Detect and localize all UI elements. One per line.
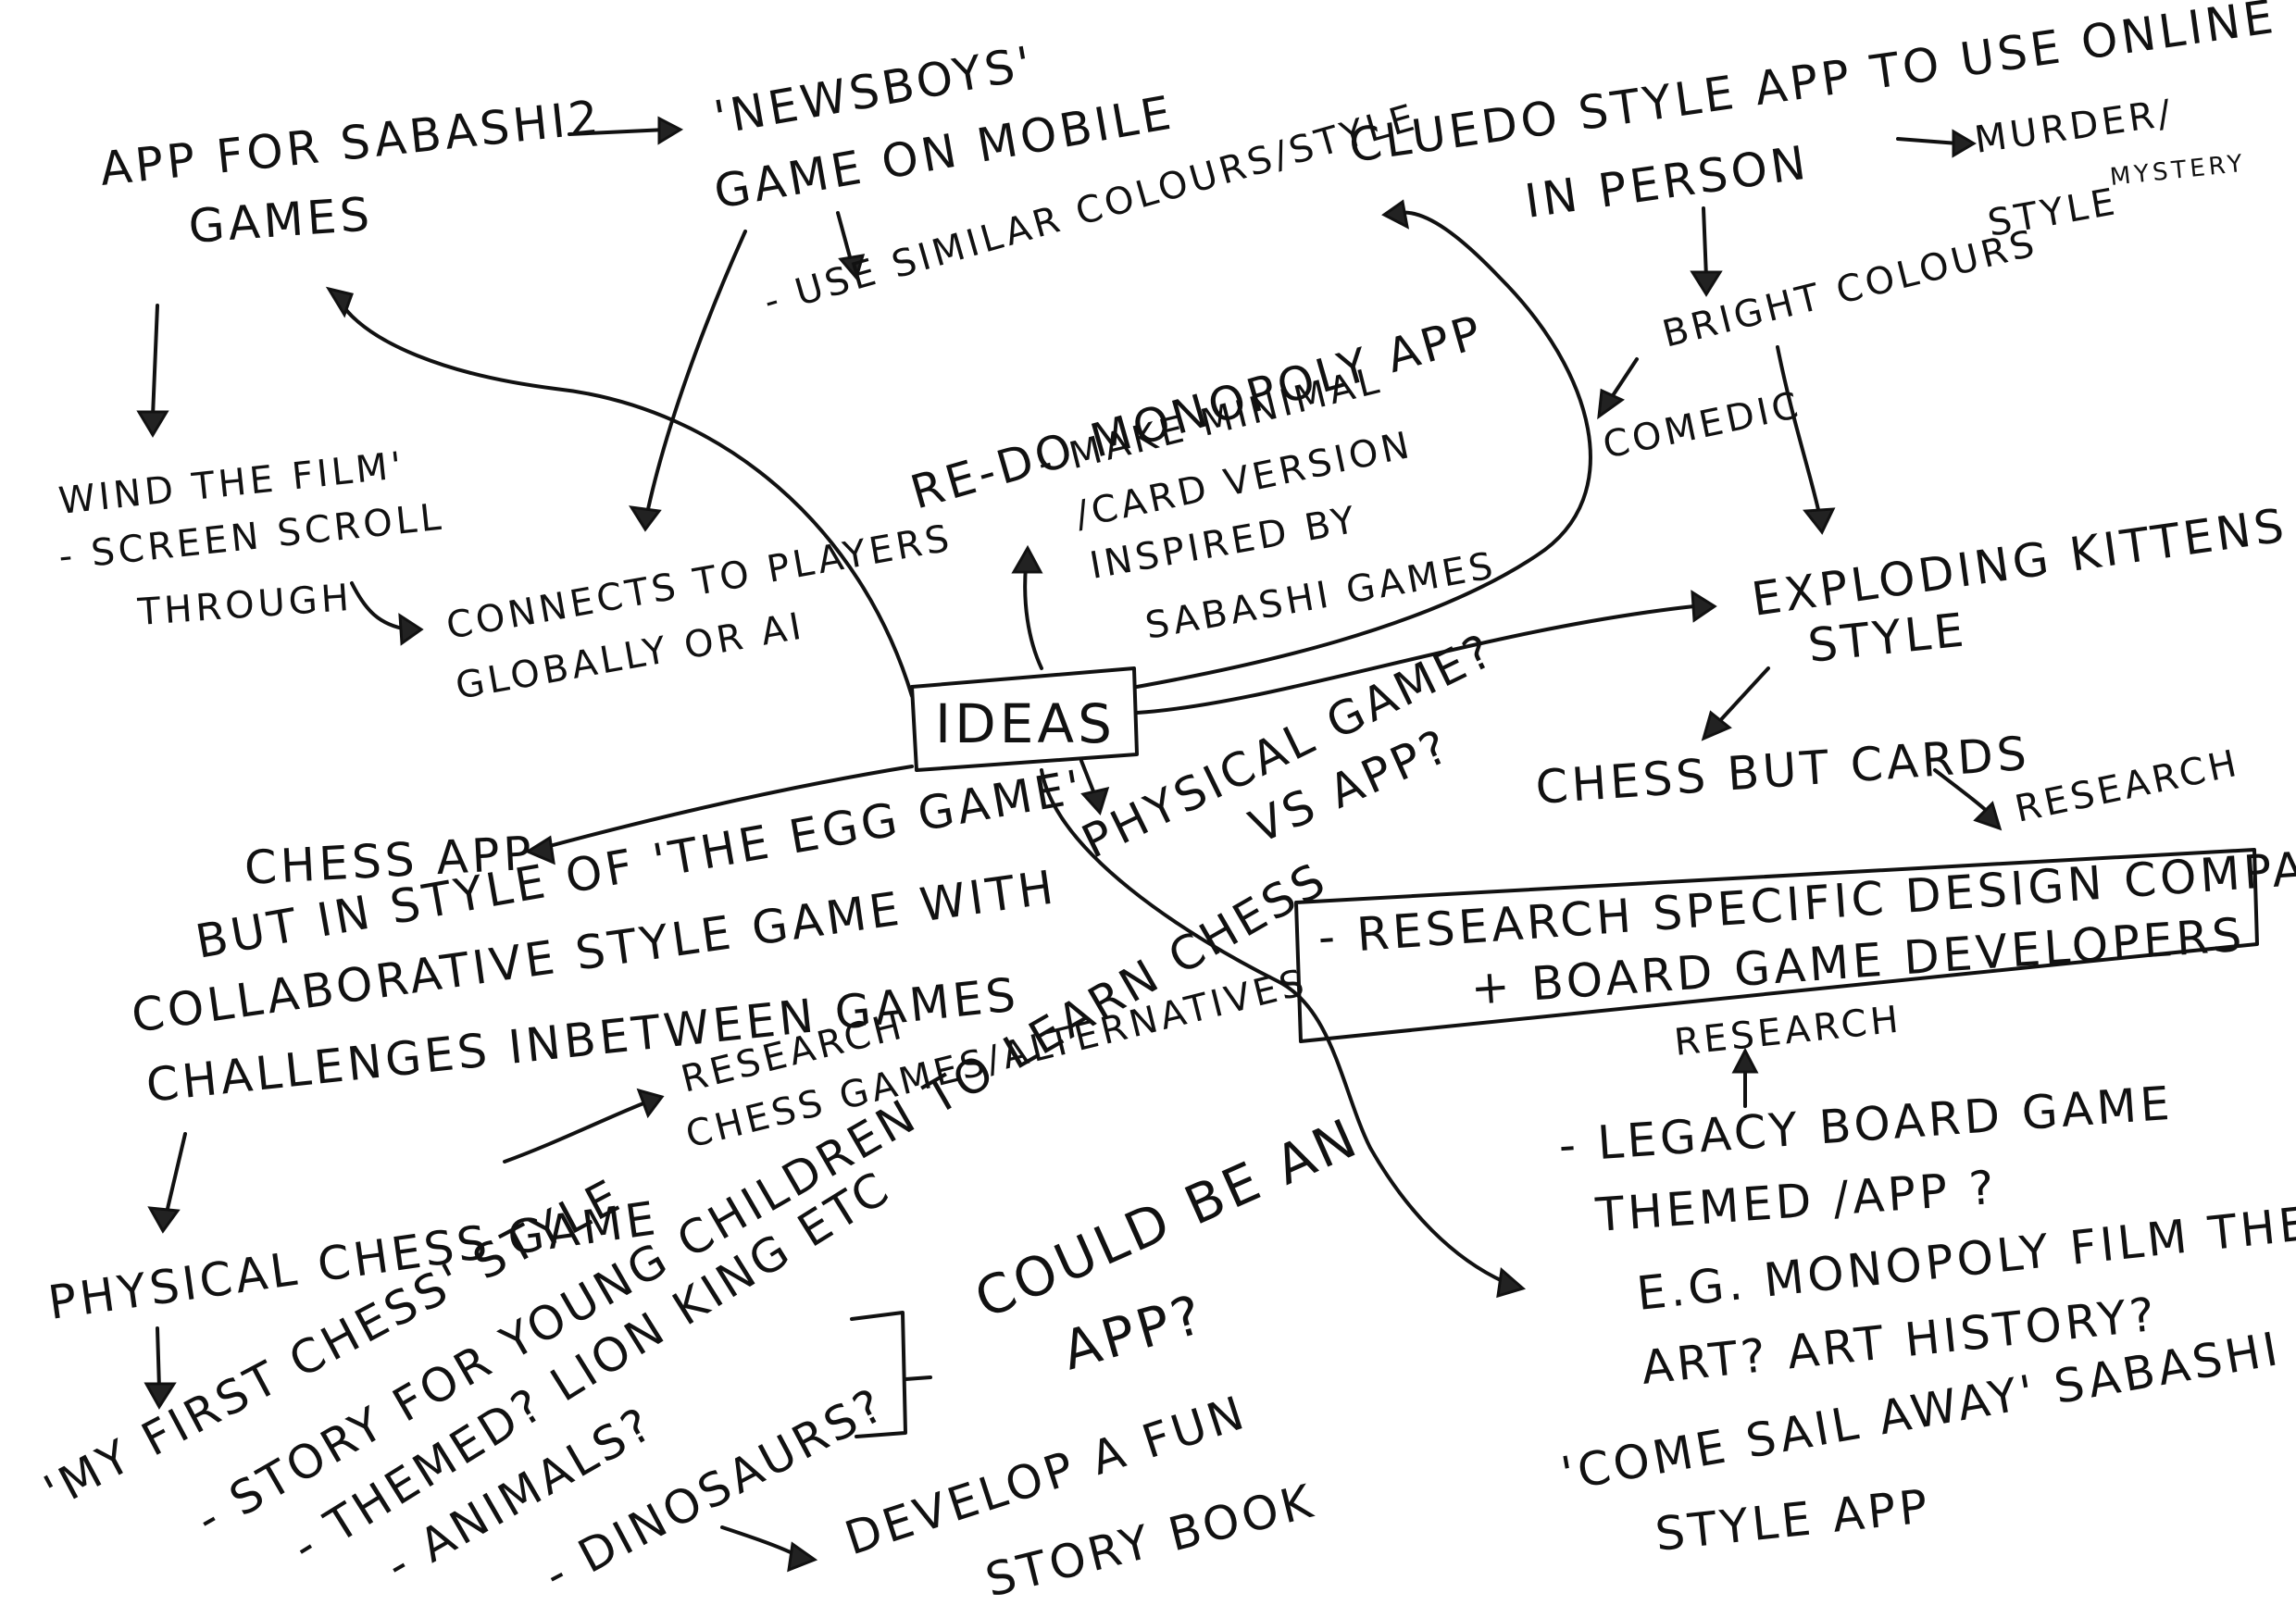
note-chess-cards: CHESS BUT CARDS	[1534, 727, 2032, 815]
arrowhead-murder	[1952, 129, 1977, 158]
arrowhead-research-mid	[1731, 1047, 1759, 1074]
note-monopoly: RE-DO MONOPOLY APP - MAKE MINIMAL /CARD …	[905, 305, 1499, 648]
arrowhead-physical-chess	[147, 1206, 181, 1234]
arrowhead-newsboys	[657, 116, 684, 145]
connector-chessapp-to-physical	[165, 1132, 187, 1214]
note-research-mid: RESEARCH	[1672, 998, 1903, 1064]
connector-sabashi-to-wind	[151, 304, 159, 418]
connector-center-to-cluedo	[1135, 210, 1592, 689]
arrowhead-research-chess	[636, 1088, 665, 1119]
connector-center-to-chessapp	[544, 765, 914, 849]
arrowhead-cluedo	[1381, 199, 1410, 230]
note-sabashi-line-1: APP FOR SABASHI2	[97, 90, 605, 196]
connector-center-to-legacy	[1040, 768, 1506, 1284]
arrowhead-physical	[1080, 786, 1110, 815]
arrowhead-chessapp	[524, 835, 555, 865]
note-research-box: - RESEARCH SPECIFIC DESIGN COMPANIES + B…	[1316, 833, 2296, 1015]
center-node: IDEAS	[910, 666, 1139, 772]
center-label: IDEAS	[935, 692, 1116, 755]
connector-person-to-murder	[1896, 137, 1960, 145]
connector-newsboys-to-connects	[646, 230, 747, 511]
connector-center-to-physical	[1079, 759, 1097, 798]
note-murder-line-1: MURDER/	[1972, 92, 2177, 162]
bracket-tick	[904, 1375, 932, 1381]
connector-bright-to-exploding	[1776, 345, 1821, 516]
center-box	[910, 666, 1139, 772]
note-legacy-line-1: - LEGACY BOARD GAME	[1557, 1077, 2175, 1173]
note-come-sail-line-2: STYLE APP	[1653, 1479, 1933, 1562]
arrowhead-storybook	[787, 1541, 818, 1573]
connector-center-to-exploding	[1135, 604, 1696, 715]
note-sabashi: APP FOR SABASHI2 GAMES	[97, 90, 605, 254]
note-research-top: RESEARCH	[2012, 741, 2244, 830]
arrowhead-wind	[136, 410, 169, 438]
arrowhead-colours	[838, 254, 866, 281]
note-cluedo-line-2: IN PERSON	[1522, 135, 1813, 228]
note-cluedo-line-1: CLUEDO STYLE APP TO USE ONLINE OR	[1346, 0, 2296, 173]
connector-to-storybook	[720, 1525, 798, 1557]
arrowhead-chesscards	[1701, 710, 1732, 741]
connector-exploding-to-chesscards	[1713, 666, 1770, 728]
connectors	[136, 116, 2003, 1573]
note-murder: MURDER/ MYSTERY STYLE	[1972, 92, 2247, 245]
note-wind-film: WIND THE FILM' - SCREEN SCROLL THROUGH	[56, 444, 446, 634]
bracket-animals	[850, 1311, 907, 1438]
connector-sabashi-to-newsboys	[568, 128, 668, 136]
note-legacy-line-2: THEMED /APP ?	[1593, 1161, 2000, 1242]
note-story-book: DEVELOP A FUN STORY BOOK	[839, 1386, 1321, 1608]
connector-physical-to-research	[503, 1101, 645, 1164]
connector-center-to-monopoly	[1023, 565, 1043, 670]
arrowhead-connects	[629, 505, 662, 532]
note-could-be-app: COULD BE AN APP?	[966, 1105, 1368, 1382]
note-sabashi-line-2: GAMES	[187, 187, 375, 254]
connector-newsboys-to-colours	[836, 211, 854, 266]
note-murder-line-2: MYSTERY	[2109, 150, 2248, 192]
arrowhead-wind-connects	[398, 613, 424, 646]
note-wind-line-3: THROUGH	[135, 577, 354, 634]
arrowhead-research-top	[1973, 801, 2003, 831]
arrowhead-legacy	[1496, 1267, 1527, 1299]
note-first-chess-line-5: - DINOSAURS?	[535, 1377, 894, 1602]
arrowhead-monopoly	[1011, 544, 1043, 574]
connector-center-to-sabashi	[341, 304, 914, 698]
note-bright-colours: BRIGHT COLOURS	[1658, 222, 2041, 356]
connector-person-to-bright	[1702, 206, 1708, 280]
research-box	[1294, 848, 2259, 1043]
arrowhead-firstchess	[144, 1382, 177, 1410]
arrowhead-comedic	[1597, 388, 1625, 420]
connector-physical-to-firstchess	[156, 1326, 161, 1390]
arrowhead-bright	[1690, 270, 1723, 297]
arrowhead-exploding	[1691, 590, 1717, 623]
note-could-be-line-2: APP?	[1055, 1282, 1212, 1382]
arrowhead-exploding-down	[1803, 507, 1836, 535]
note-comedic: COMEDIC	[1600, 384, 1806, 467]
note-exploding: EXPLODING KITTENS STYLE	[1749, 498, 2291, 673]
arrowhead-sabashi	[325, 286, 354, 318]
